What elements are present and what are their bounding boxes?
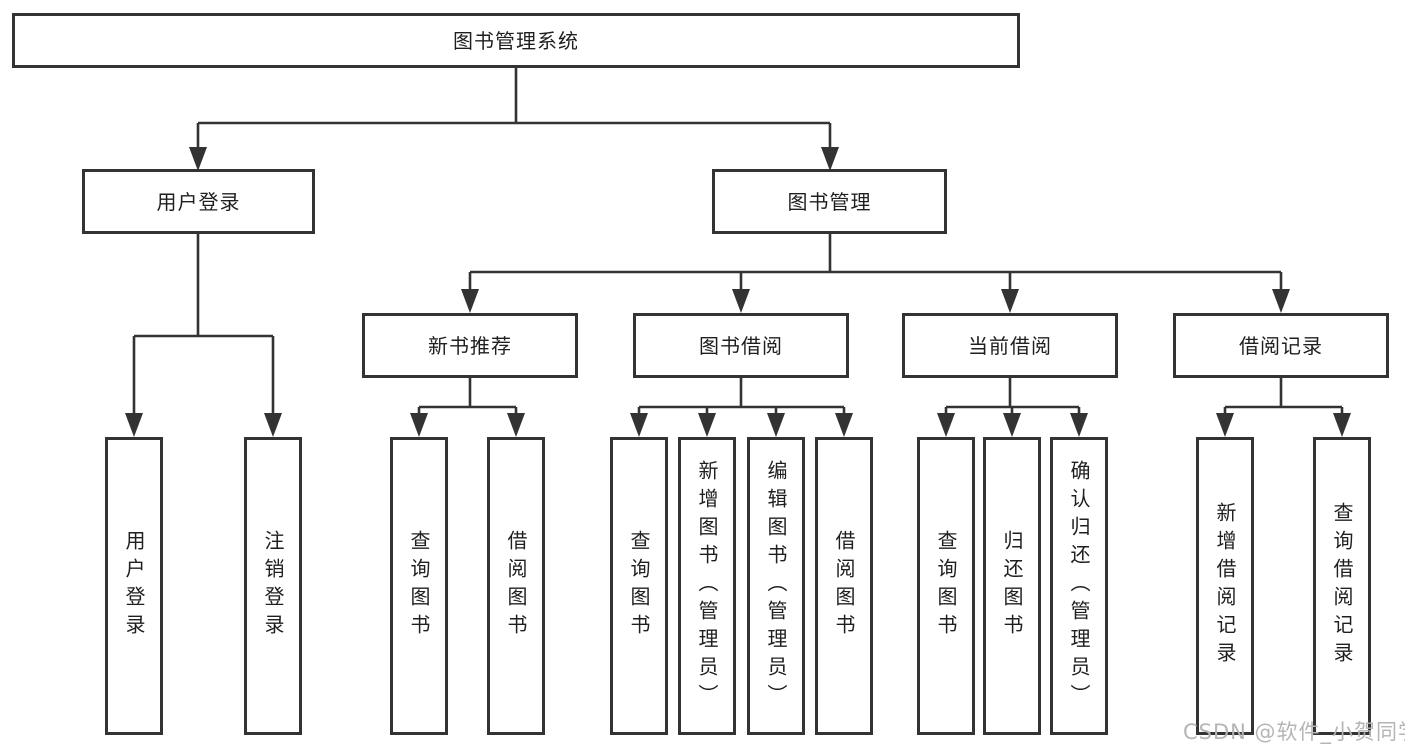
arrow-down-icon <box>410 413 428 437</box>
node-book-management: 图书管理 <box>712 169 947 234</box>
arrow-down-icon <box>1001 289 1019 313</box>
arrow-down-icon <box>1216 413 1234 437</box>
leaf-add-books-admin: 新增图书（管理员） <box>678 437 736 735</box>
arrow-down-icon <box>1272 289 1290 313</box>
arrow-down-icon <box>125 413 143 437</box>
arrow-down-icon <box>189 147 207 171</box>
leaf-return-books: 归还图书 <box>983 437 1041 735</box>
node-current-borrow: 当前借阅 <box>902 313 1118 378</box>
arrow-down-icon <box>264 413 282 437</box>
node-root: 图书管理系统 <box>12 13 1020 68</box>
leaf-borrow-books-2: 借阅图书 <box>815 437 873 735</box>
arrow-down-icon <box>937 413 955 437</box>
arrow-down-icon <box>732 289 750 313</box>
arrow-down-icon <box>1070 413 1088 437</box>
arrow-down-icon <box>461 289 479 313</box>
arrow-down-icon <box>835 413 853 437</box>
leaf-confirm-return-admin: 确认归还（管理员） <box>1050 437 1108 735</box>
arrow-down-icon <box>507 413 525 437</box>
node-borrow-records: 借阅记录 <box>1173 313 1389 378</box>
arrow-down-icon <box>698 413 716 437</box>
leaf-query-books-2: 查询图书 <box>610 437 668 735</box>
leaf-query-borrow-record: 查询借阅记录 <box>1313 437 1371 735</box>
node-user-login: 用户登录 <box>82 169 315 234</box>
arrow-down-icon <box>1003 413 1021 437</box>
leaf-borrow-books-1: 借阅图书 <box>487 437 545 735</box>
csdn-watermark: CSDN @软件_小贺同学 <box>1183 720 1405 744</box>
arrow-down-icon <box>1333 413 1351 437</box>
leaf-add-borrow-record: 新增借阅记录 <box>1196 437 1254 735</box>
leaf-edit-books-admin: 编辑图书（管理员） <box>747 437 805 735</box>
leaf-query-books-1: 查询图书 <box>390 437 448 735</box>
arrow-down-icon <box>821 147 839 171</box>
node-book-borrow: 图书借阅 <box>633 313 849 378</box>
leaf-user-login: 用户登录 <box>105 437 163 735</box>
node-new-book-recommend: 新书推荐 <box>362 313 578 378</box>
arrow-down-icon <box>630 413 648 437</box>
leaf-logout: 注销登录 <box>244 437 302 735</box>
leaf-query-books-3: 查询图书 <box>917 437 975 735</box>
arrow-down-icon <box>767 413 785 437</box>
